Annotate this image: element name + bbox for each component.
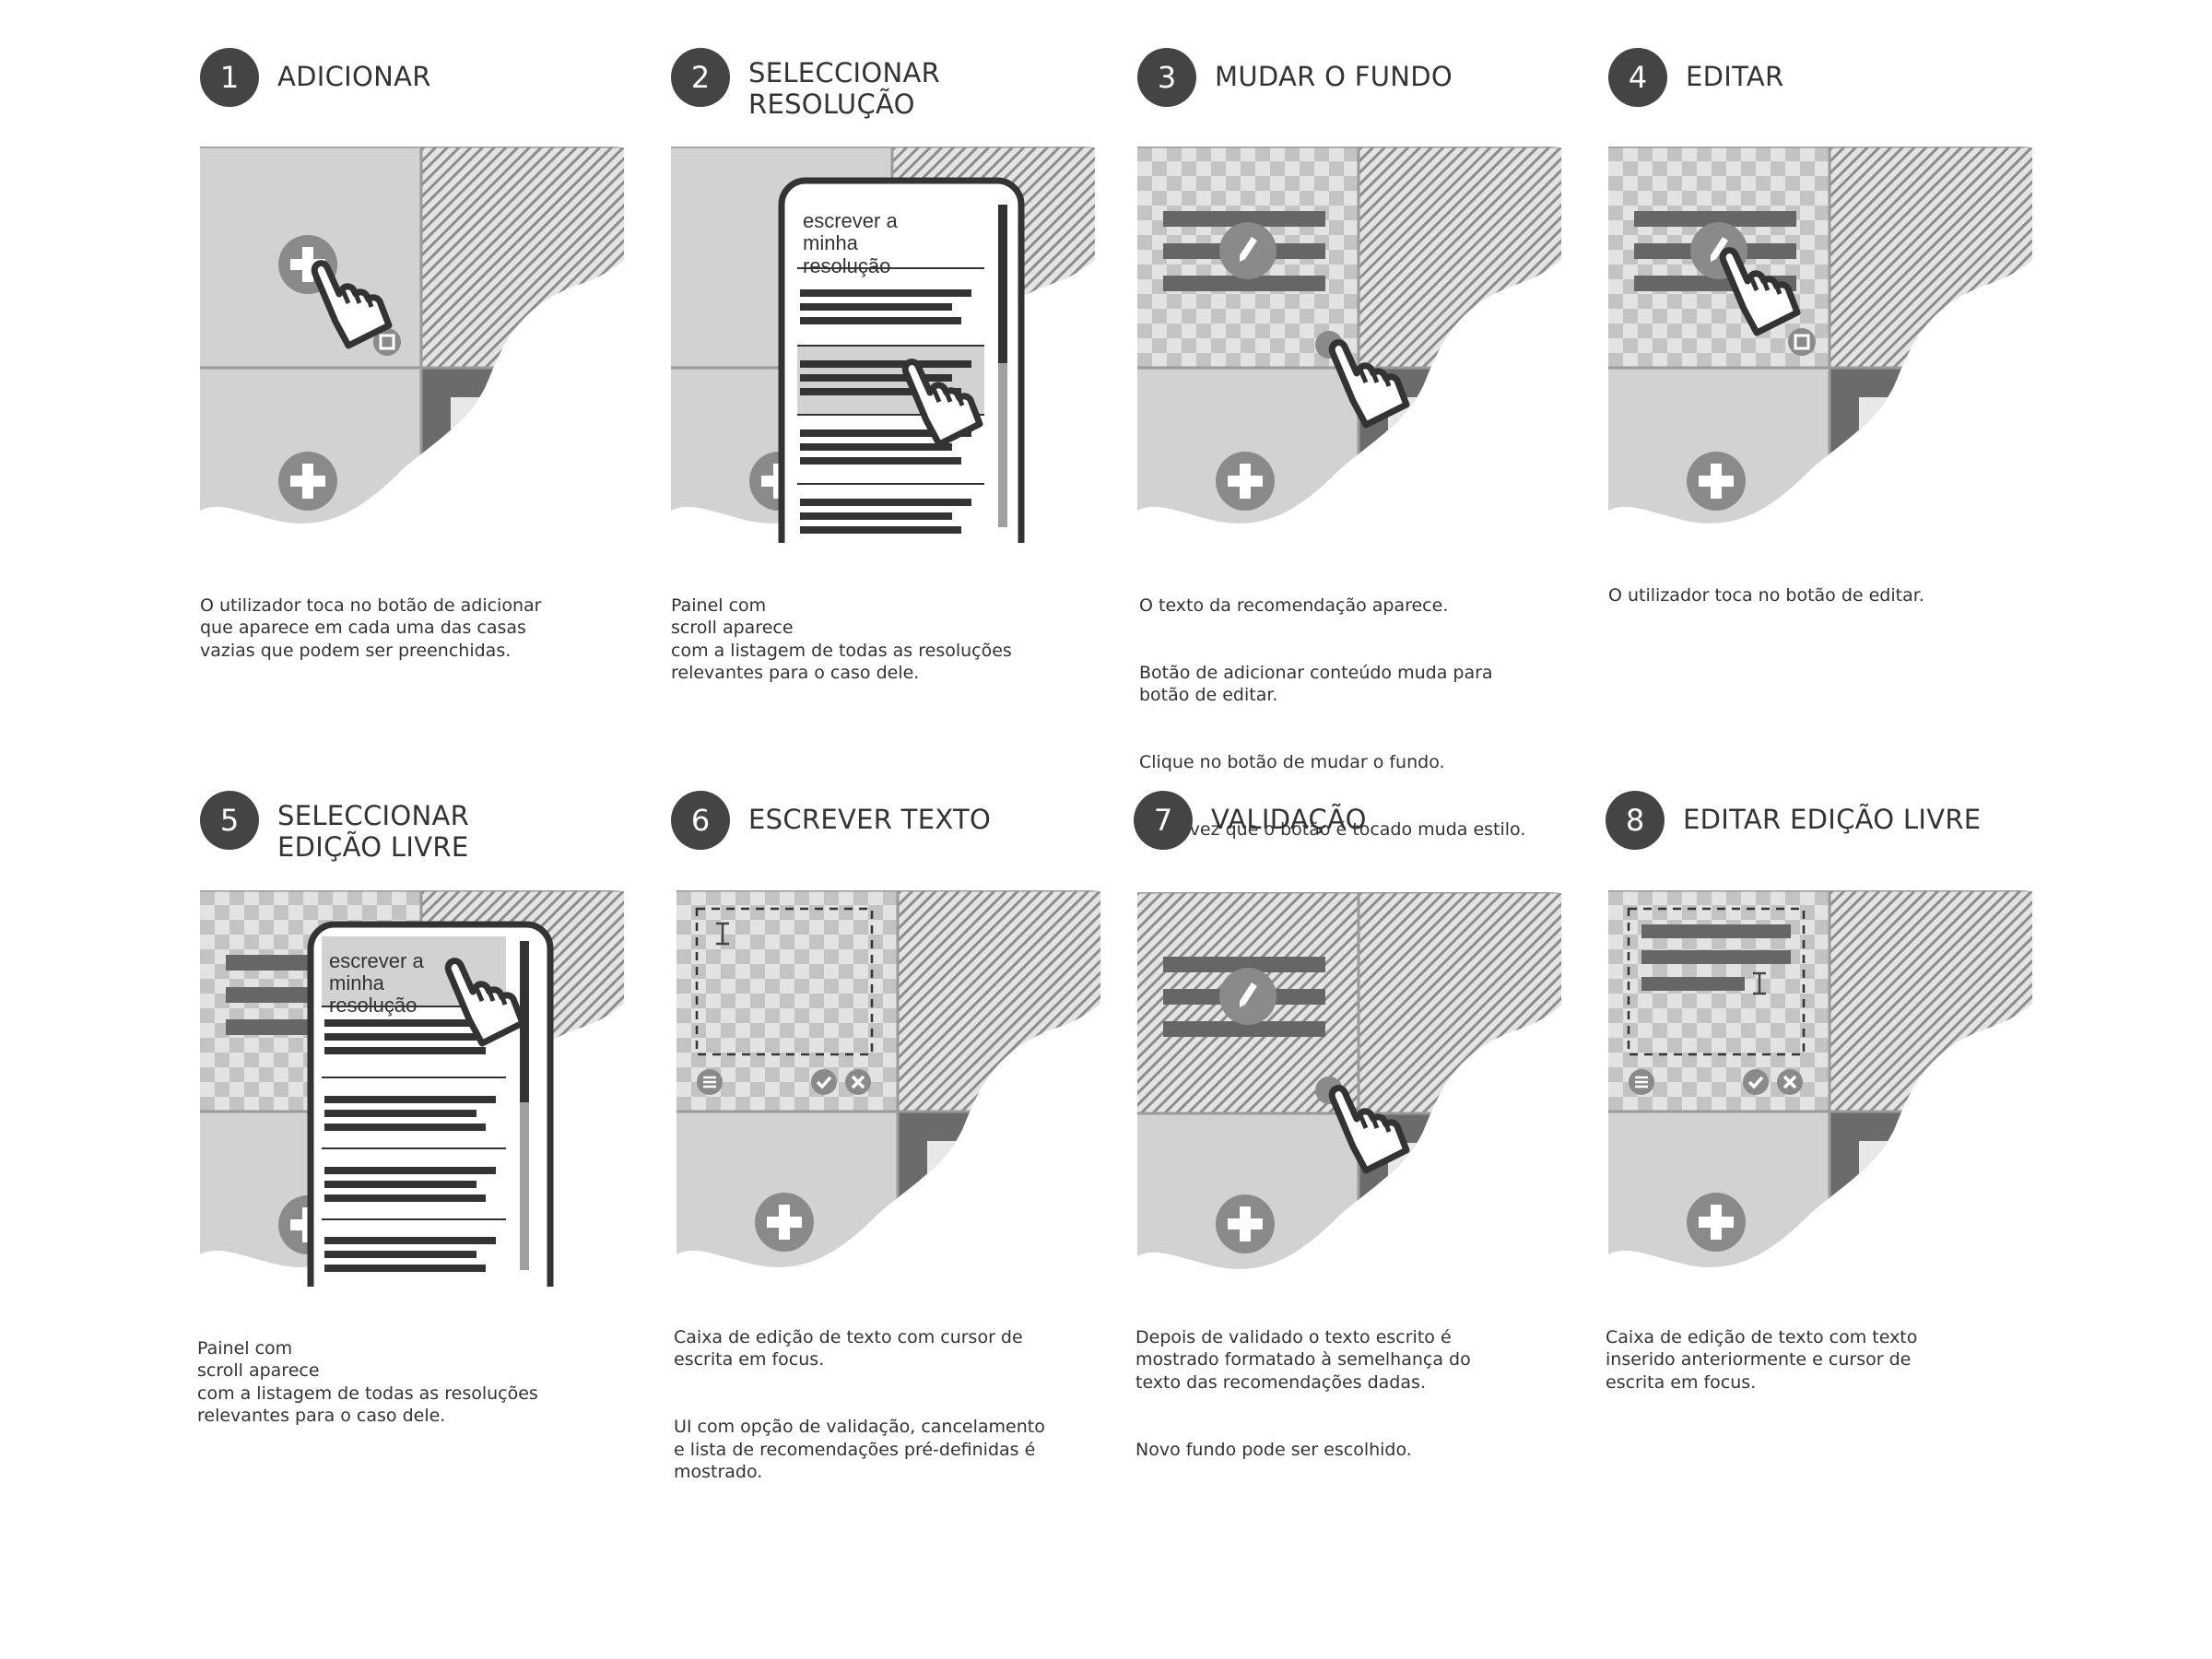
step-3-description: O texto da recomendação aparece. Botão d… — [1139, 571, 1563, 886]
x-icon — [851, 1075, 865, 1089]
step-title: ESCREVER TEXTO — [748, 804, 992, 835]
add-button[interactable] — [278, 452, 337, 511]
step-number-badge: 8 — [1606, 791, 1665, 850]
step-title: SELECCIONAR RESOLUÇÃO — [748, 57, 941, 120]
edit-button[interactable] — [1219, 968, 1277, 1025]
text-cursor-icon — [716, 922, 729, 946]
description-text: O utilizador toca no botão de adicionar … — [200, 594, 542, 661]
step-8-description: Caixa de edição de texto com texto inser… — [1606, 1303, 2030, 1439]
list-item-free-edit[interactable]: escrever a minha resolução — [329, 949, 429, 1017]
resolution-list-panel[interactable]: escrever a minha resolução — [307, 921, 554, 1287]
description-text: O texto da recomendação aparece. — [1139, 594, 1449, 616]
recommendation-text-bars — [1163, 211, 1325, 291]
list-button[interactable] — [697, 1069, 723, 1095]
x-icon — [1783, 1075, 1797, 1089]
description-text: Caixa de edição de texto com texto inser… — [1606, 1326, 1918, 1393]
list-icon — [703, 1076, 716, 1088]
description-text: Botão de adicionar conteúdo muda para bo… — [1139, 662, 1493, 706]
check-icon — [1747, 1076, 1764, 1089]
description-text: UI com opção de validação, cancelamento … — [674, 1417, 1045, 1482]
description-text: Painel com scroll aparece com a listagem… — [197, 1337, 538, 1427]
pencil-icon — [1240, 237, 1257, 262]
step-number-badge: 4 — [1608, 48, 1667, 107]
description-text: O utilizador toca no botão de editar. — [1608, 584, 1924, 606]
add-button[interactable] — [1216, 452, 1275, 511]
step-title: SELECCIONAR EDIÇÃO LIVRE — [277, 800, 470, 863]
step-2-illustration: escrever a minha resolução — [671, 147, 1095, 543]
add-button[interactable] — [1687, 1193, 1746, 1252]
step-5-description: Painel com scroll aparece com a listagem… — [197, 1314, 621, 1472]
step-1-illustration — [200, 147, 624, 524]
step-7-description: Depois de validado o texto escrito é mos… — [1135, 1303, 1559, 1506]
step-2-description: Painel com scroll aparece com a listagem… — [671, 571, 1095, 729]
text-edit-box[interactable] — [1627, 907, 1806, 1056]
step-title: VALIDAÇÃO — [1211, 804, 1367, 835]
description-text: Clique no botão de mudar o fundo. — [1139, 752, 1445, 772]
step-5-illustration: escrever a minha resolução — [200, 890, 624, 1287]
confirm-button[interactable] — [1743, 1069, 1769, 1095]
add-button[interactable] — [1216, 1194, 1275, 1253]
step-6-description: Caixa de edição de texto com cursor de e… — [674, 1303, 1098, 1528]
step-7-illustration — [1137, 892, 1561, 1269]
step-6-illustration — [677, 890, 1100, 1267]
check-icon — [816, 1076, 832, 1089]
step-number-badge: 7 — [1134, 791, 1193, 850]
scrollbar-track[interactable] — [520, 1102, 529, 1270]
step-number-badge: 1 — [200, 48, 259, 107]
step-4-illustration — [1608, 147, 2032, 524]
step-number-badge: 5 — [200, 791, 259, 850]
step-number-badge: 3 — [1137, 48, 1196, 107]
description-text: Novo fundo pode ser escolhido. — [1135, 1439, 1412, 1460]
description-text: Painel com scroll aparece com a listagem… — [671, 594, 1012, 684]
step-3-illustration — [1137, 147, 1561, 524]
step-1-description: O utilizador toca no botão de adicionar … — [200, 571, 624, 707]
step-8-illustration — [1608, 890, 2032, 1267]
step-title: MUDAR O FUNDO — [1215, 61, 1453, 92]
step-title: ADICIONAR — [277, 61, 431, 92]
list-icon — [1635, 1076, 1648, 1088]
step-4-description: O utilizador toca no botão de editar. — [1608, 561, 2032, 652]
list-item-free-edit[interactable]: escrever a minha resolução — [803, 209, 903, 277]
scrollbar-track[interactable] — [998, 363, 1007, 527]
description-text: Depois de validado o texto escrito é mos… — [1135, 1326, 1471, 1393]
scrollbar-thumb[interactable] — [998, 205, 1007, 363]
cancel-button[interactable] — [845, 1069, 871, 1095]
resolution-list-panel[interactable]: escrever a minha resolução — [778, 177, 1025, 543]
step-title: EDITAR — [1686, 61, 1784, 92]
background-button[interactable] — [1786, 326, 1818, 358]
hatched-tile — [421, 147, 624, 368]
text-cursor-icon — [1753, 971, 1766, 995]
dark-tile — [421, 368, 624, 524]
add-button[interactable] — [755, 1193, 814, 1252]
pencil-icon — [1240, 982, 1257, 1007]
description-text: Caixa de edição de texto com cursor de e… — [674, 1326, 1023, 1371]
step-number-badge: 6 — [671, 791, 730, 850]
edit-button[interactable] — [1219, 222, 1277, 279]
list-button[interactable] — [1629, 1069, 1654, 1095]
step-title: EDITAR EDIÇÃO LIVRE — [1683, 804, 1982, 835]
entered-text-bars — [1641, 924, 1791, 991]
add-button[interactable] — [1687, 452, 1746, 511]
cancel-button[interactable] — [1777, 1069, 1803, 1095]
pencil-icon — [1711, 237, 1728, 262]
confirm-button[interactable] — [811, 1069, 837, 1095]
text-edit-box[interactable] — [695, 907, 874, 1056]
step-number-badge: 2 — [671, 48, 730, 107]
